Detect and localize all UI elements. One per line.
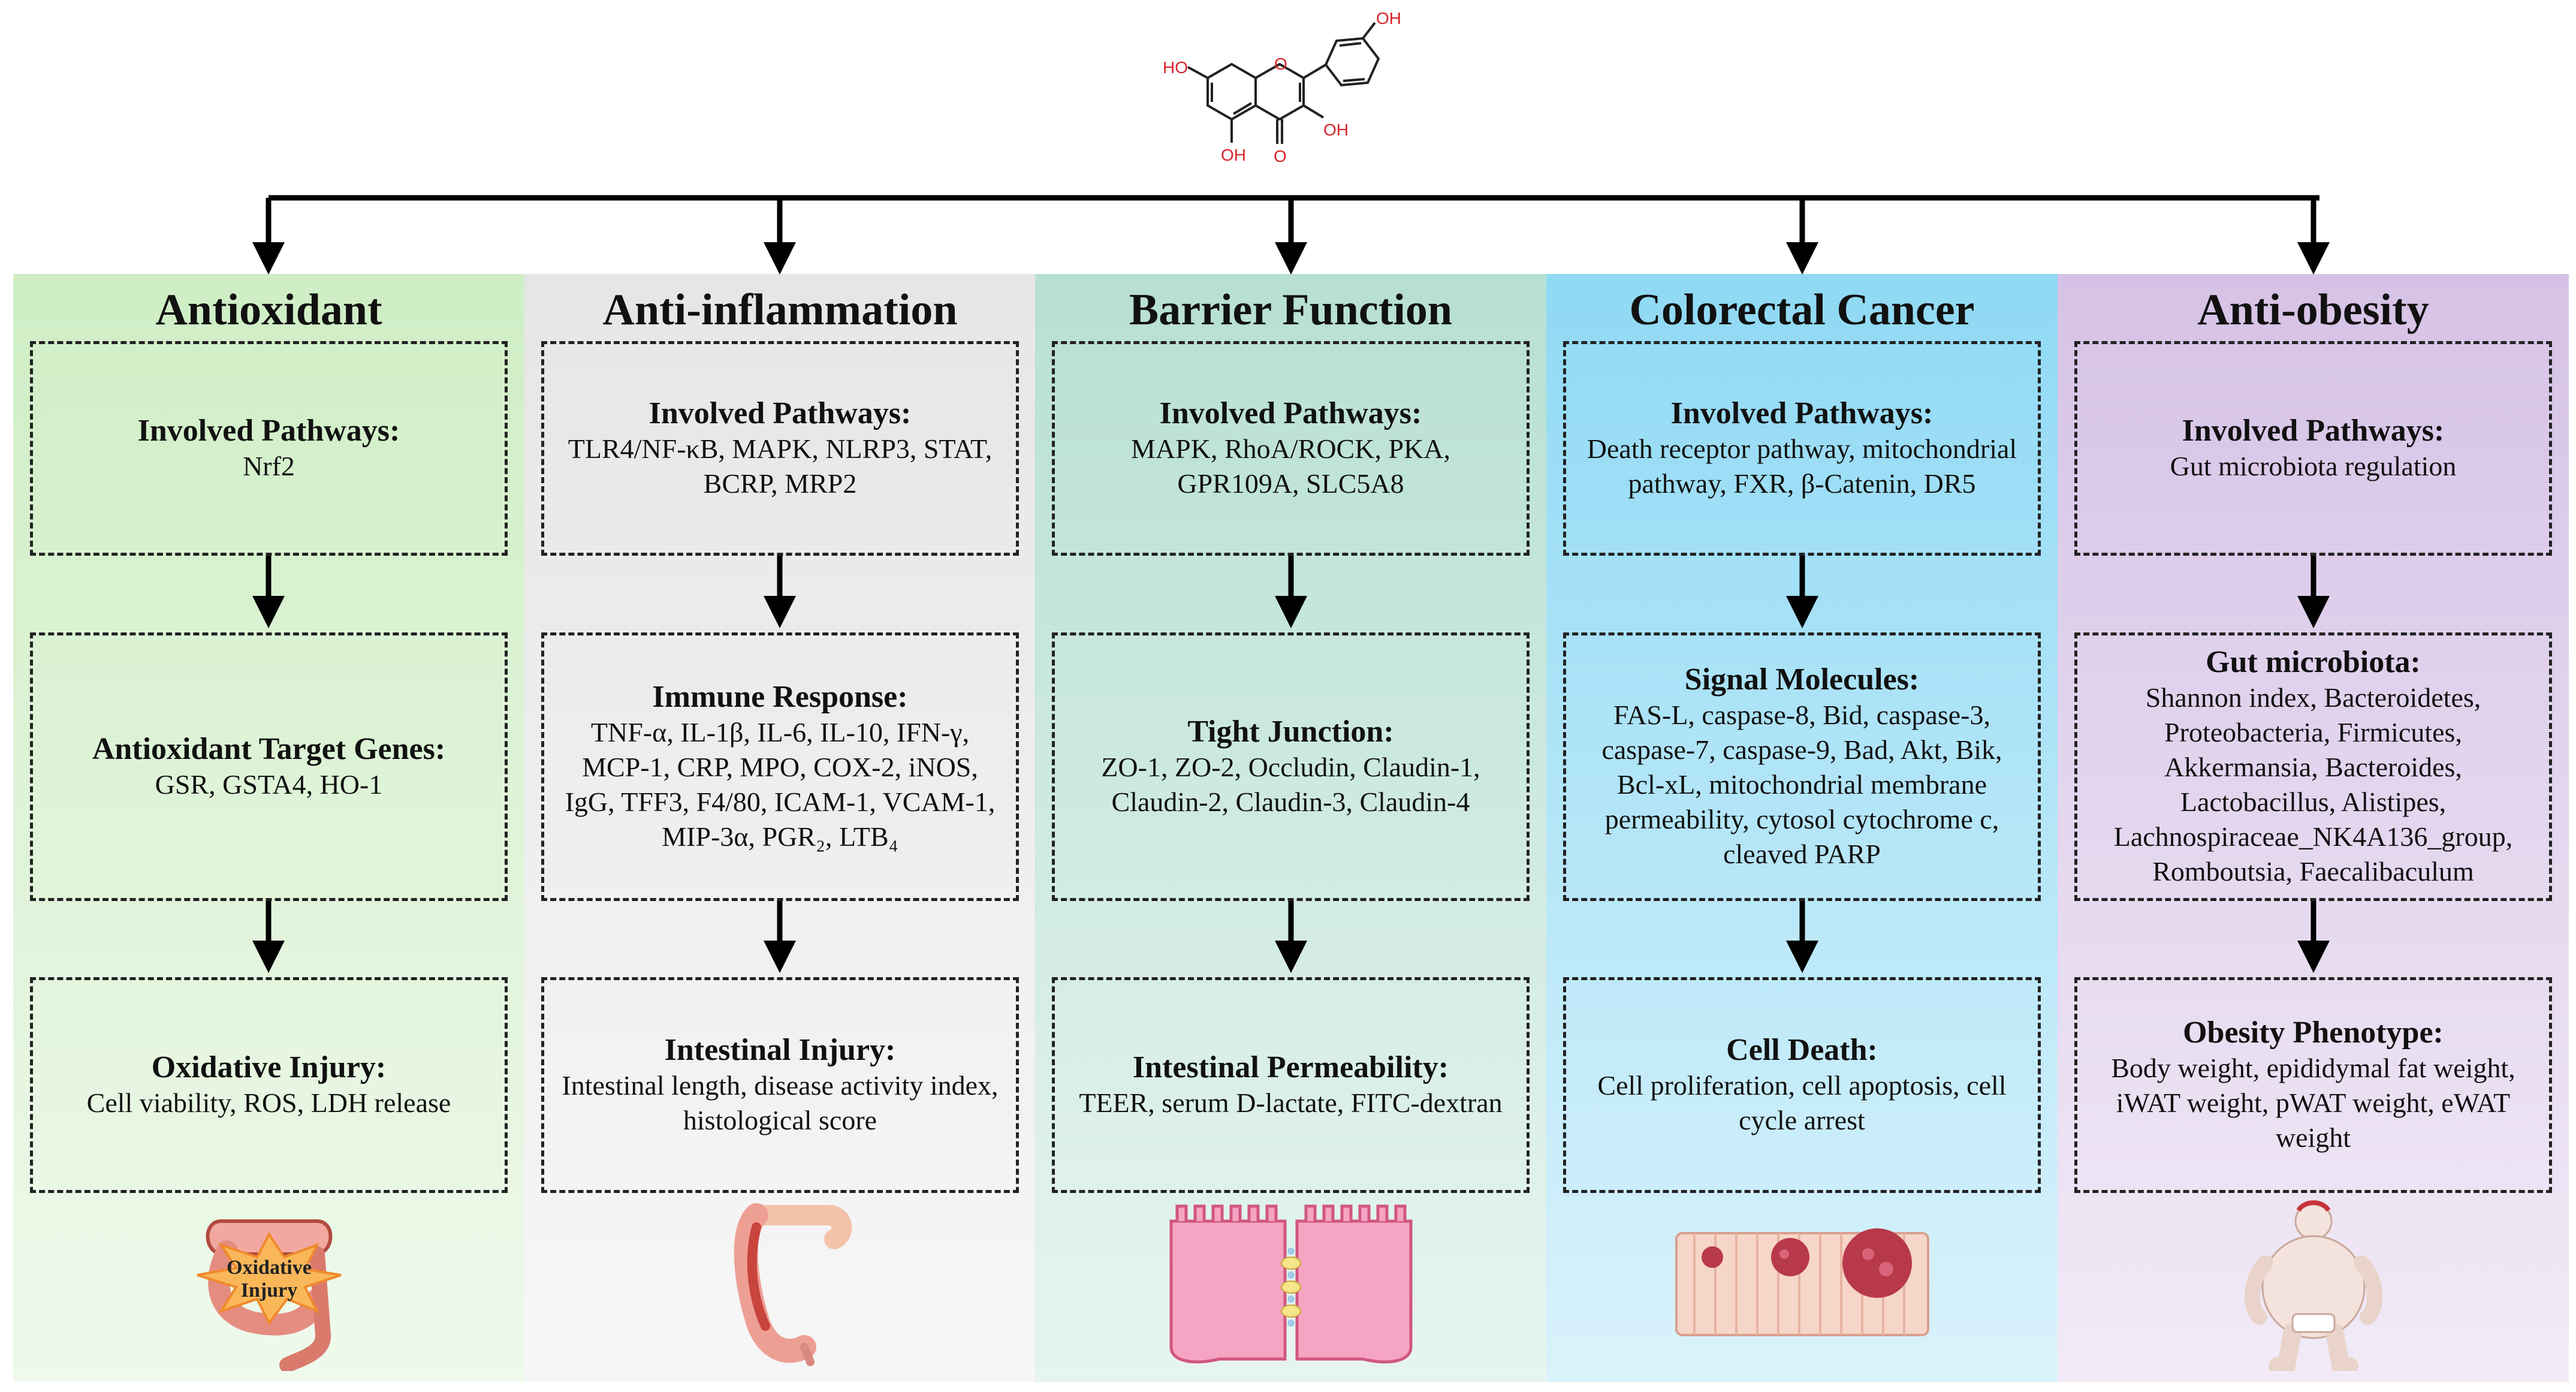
illustration-area [1035, 1197, 1546, 1371]
box-text: Shannon index, Bacteroidetes, Proteobact… [2113, 682, 2513, 887]
box-text: Cell viability, ROS, LDH release [86, 1087, 451, 1118]
tight-junction-icon [1169, 1204, 1412, 1364]
box-text: Gut microbiota regulation [2170, 451, 2457, 481]
box-text: Cell proliferation, cell apoptosis, cell… [1597, 1070, 2007, 1135]
oh-top-label: OH [1376, 9, 1401, 28]
column-anti-inflammation: Anti-inflammation Involved Pathways: TLR… [524, 274, 1036, 1382]
column-anti-obesity: Anti-obesity Involved Pathways: Gut micr… [2058, 274, 2569, 1382]
pathways-box: Involved Pathways: Death receptor pathwa… [1563, 341, 2041, 556]
illustration-area [524, 1197, 1036, 1371]
box-title: Oxidative Injury: [151, 1050, 387, 1084]
column-title: Antioxidant [155, 285, 382, 335]
box-title: Obesity Phenotype: [2183, 1016, 2444, 1050]
box-text: TNF-α, IL-1β, IL-6, IL-10, IFN-γ, MCP-1,… [565, 717, 996, 852]
box-title: Cell Death: [1726, 1033, 1878, 1067]
illustration-label: Oxidative [227, 1257, 312, 1279]
box-title: Intestinal Permeability: [1132, 1050, 1449, 1084]
illustration-area [2058, 1197, 2569, 1371]
box-text: GSR, GSTA4, HO-1 [155, 769, 383, 800]
illustration-area [1546, 1197, 2058, 1371]
flavonol-molecule-structure: OH HO O OH O OH [1163, 9, 1401, 165]
box-title: Involved Pathways: [137, 414, 400, 448]
column-title: Colorectal Cancer [1629, 285, 1975, 335]
oh-bottom-label: OH [1221, 146, 1246, 164]
column-title: Anti-obesity [2197, 285, 2429, 335]
column-title: Anti-inflammation [602, 285, 958, 335]
outcome-box: Intestinal Permeability: TEER, serum D-l… [1052, 977, 1530, 1193]
box-title: Immune Response: [652, 680, 908, 714]
intestine-oxidative-icon: Oxidative Injury [196, 1219, 342, 1371]
box-title: Involved Pathways: [1159, 396, 1422, 430]
ring-oxygen-label: O [1274, 55, 1287, 73]
target-genes-box: Antioxidant Target Genes: GSR, GSTA4, HO… [30, 632, 508, 901]
outcome-box: Cell Death: Cell proliferation, cell apo… [1563, 977, 2041, 1193]
pathways-box: Involved Pathways: Gut microbiota regula… [2074, 341, 2552, 556]
column-colorectal-cancer: Colorectal Cancer Involved Pathways: Dea… [1546, 274, 2058, 1382]
box-text: Death receptor pathway, mitochondrial pa… [1586, 433, 2017, 499]
box-title: Involved Pathways: [1670, 396, 1933, 430]
oh-right-label: OH [1323, 120, 1349, 139]
box-title: Involved Pathways: [2182, 414, 2445, 448]
column-antioxidant: Antioxidant Involved Pathways: Nrf2 Anti… [13, 274, 524, 1382]
box-title: Tight Junction: [1187, 715, 1394, 749]
box-title: Intestinal Injury: [664, 1033, 896, 1067]
box-title: Antioxidant Target Genes: [92, 732, 446, 766]
box-title: Gut microbiota: [2206, 645, 2421, 679]
box-title: Signal Molecules: [1684, 662, 1920, 697]
outcome-box: Intestinal Injury: Intestinal length, di… [541, 977, 1019, 1193]
inflamed-colon-icon [734, 1203, 852, 1366]
ho-left-label: HO [1163, 58, 1188, 77]
box-text: TEER, serum D-lactate, FITC-dextran [1079, 1087, 1503, 1118]
obese-person-icon [2244, 1200, 2382, 1371]
signal-molecules-box: Signal Molecules: FAS-L, caspase-8, Bid,… [1563, 632, 2041, 901]
box-title: Involved Pathways: [648, 396, 912, 430]
outcome-box: Obesity Phenotype: Body weight, epididym… [2074, 977, 2552, 1193]
box-text: ZO-1, ZO-2, Occludin, Claudin-1, Claudin… [1101, 752, 1480, 817]
box-text: TLR4/NF-κB, MAPK, NLRP3, STAT, BCRP, MRP… [568, 433, 993, 499]
box-text: MAPK, RhoA/ROCK, PKA, GPR109A, SLC5A8 [1131, 433, 1450, 499]
box-text: FAS-L, caspase-8, Bid, caspase-3, caspas… [1601, 700, 2002, 869]
keto-oxygen-label: O [1274, 147, 1287, 165]
box-text: Body weight, epididymal fat weight, iWAT… [2111, 1053, 2515, 1153]
illustration-area: Oxidative Injury [13, 1197, 524, 1371]
pathways-box: Involved Pathways: Nrf2 [30, 341, 508, 556]
box-text: Intestinal length, disease activity inde… [562, 1070, 999, 1135]
pathways-box: Involved Pathways: TLR4/NF-κB, MAPK, NLR… [541, 341, 1019, 556]
immune-response-box: Immune Response: TNF-α, IL-1β, IL-6, IL-… [541, 632, 1019, 901]
colon-tumor-icon [1675, 1228, 1929, 1336]
column-barrier-function: Barrier Function Involved Pathways: MAPK… [1035, 274, 1546, 1382]
gut-microbiota-box: Gut microbiota: Shannon index, Bacteroid… [2074, 632, 2552, 901]
illustration-label: Injury [240, 1279, 297, 1301]
tight-junction-box: Tight Junction: ZO-1, ZO-2, Occludin, Cl… [1052, 632, 1530, 901]
pathways-box: Involved Pathways: MAPK, RhoA/ROCK, PKA,… [1052, 341, 1530, 556]
outcome-box: Oxidative Injury: Cell viability, ROS, L… [30, 977, 508, 1193]
column-title: Barrier Function [1129, 285, 1453, 335]
box-text: Nrf2 [243, 451, 295, 481]
